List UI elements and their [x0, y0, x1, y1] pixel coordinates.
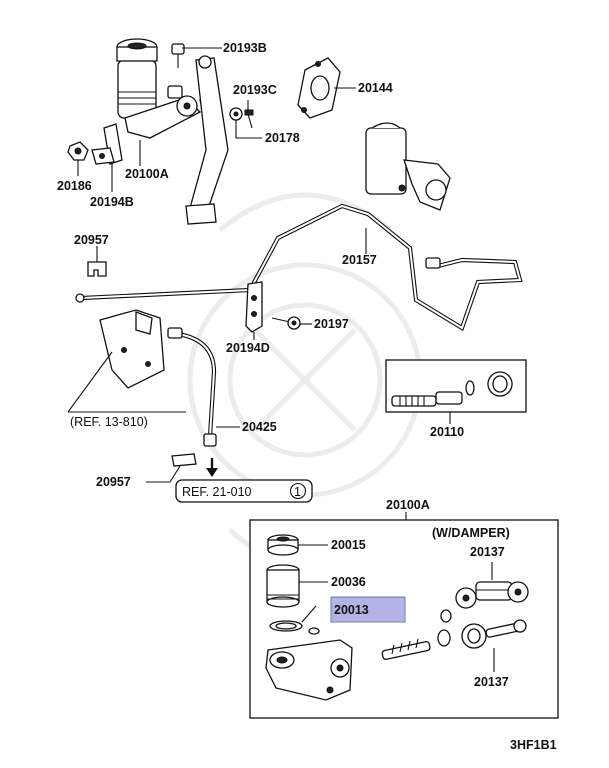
label-20013: 20013 [334, 603, 369, 617]
label-20178: 20178 [265, 131, 300, 145]
label-20957-bottom: 20957 [96, 475, 131, 489]
reservoir-20036[interactable] [266, 564, 300, 608]
inset-box-20110 [385, 359, 527, 413]
label-20197: 20197 [314, 317, 349, 331]
label-20957-top: 20957 [74, 233, 109, 247]
nut-20186[interactable] [67, 141, 89, 161]
seal-20013[interactable] [269, 620, 320, 635]
hose-20425[interactable] [167, 327, 217, 447]
slave-cylinder[interactable] [365, 122, 451, 211]
label-20194B: 20194B [90, 195, 134, 209]
bolt-20193B[interactable] [171, 43, 185, 68]
label-20194D: 20194D [226, 341, 270, 355]
clutch-pedal[interactable] [185, 55, 229, 225]
label-20186: 20186 [57, 179, 92, 193]
ref-21-010-box[interactable]: REF. 21-010 1 [175, 479, 313, 503]
label-20110: 20110 [430, 425, 464, 439]
label-20157: 20157 [342, 253, 377, 267]
pipe-20157[interactable] [75, 203, 523, 332]
label-20193C: 20193C [233, 83, 277, 97]
master-cylinder-assembly[interactable] [116, 38, 223, 139]
bracket-20194D[interactable] [245, 281, 263, 333]
label-20100A: 20100A [125, 167, 169, 181]
retaining-ring[interactable] [440, 609, 452, 623]
highlight-20013[interactable] [330, 596, 406, 623]
label-20425: 20425 [242, 420, 277, 434]
label-20015: 20015 [331, 538, 366, 552]
reservoir-cap-20015[interactable] [267, 534, 299, 556]
clip-20194B[interactable] [91, 123, 123, 165]
label-20100A-box: 20100A [386, 498, 430, 512]
clip-20957-bottom[interactable] [171, 453, 197, 467]
label-20144: 20144 [358, 81, 393, 95]
clip-20957-top[interactable] [87, 261, 107, 277]
bolt-20193C[interactable] [244, 109, 254, 129]
ref-13-810: (REF. 13-810) [70, 415, 148, 429]
box-title-w-damper: (W/DAMPER) [432, 526, 510, 540]
ref-21-010: REF. 21-010 [182, 485, 252, 499]
gasket-20144[interactable] [297, 57, 341, 119]
ref-21-010-number: 1 [294, 485, 301, 499]
label-20036: 20036 [331, 575, 366, 589]
master-cylinder-body[interactable] [265, 639, 353, 701]
arrow-down-icon [206, 458, 218, 477]
bolt-20197[interactable] [271, 316, 301, 330]
bushing-20178[interactable] [229, 107, 243, 121]
piston-push-rod[interactable] [381, 619, 527, 660]
label-20193B: 20193B [223, 41, 267, 55]
label-20137-bottom: 20137 [474, 675, 509, 689]
bracket-ref-13-810[interactable] [99, 309, 165, 389]
damper-20137[interactable] [455, 581, 529, 609]
label-20137-top: 20137 [470, 545, 505, 559]
diagram-code: 3HF1B1 [510, 738, 557, 752]
